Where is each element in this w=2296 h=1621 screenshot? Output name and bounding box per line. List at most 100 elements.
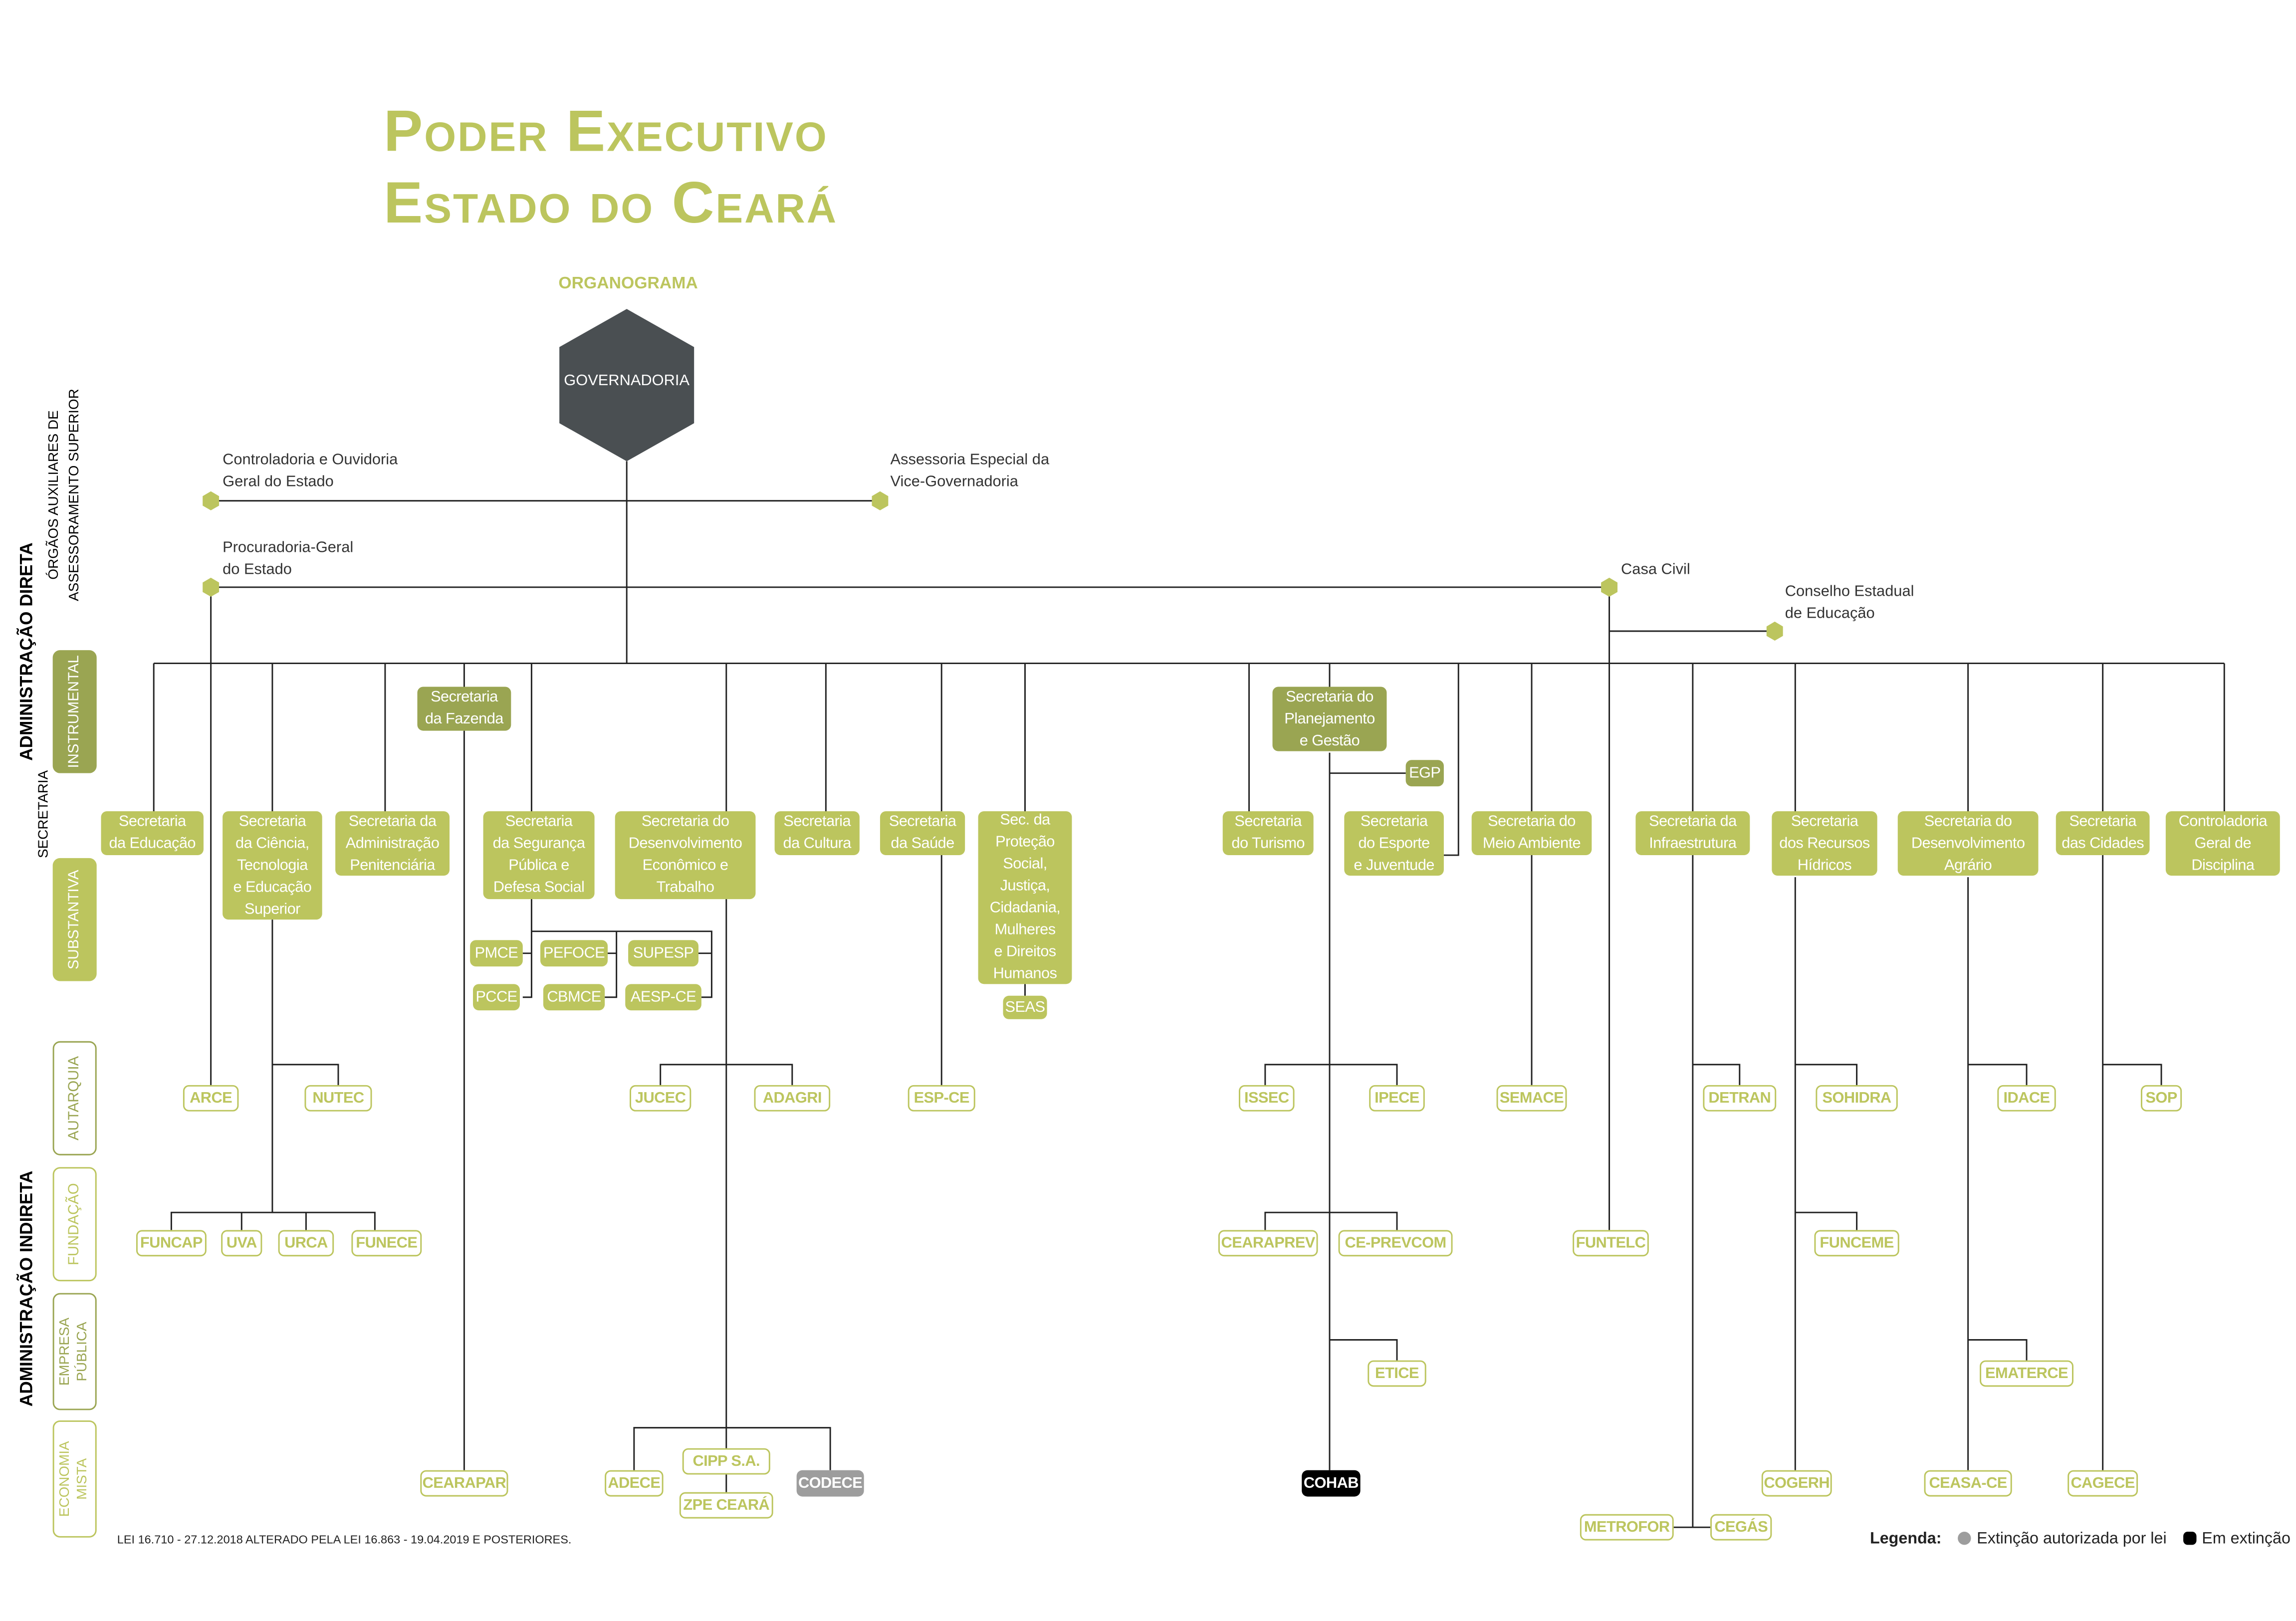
legend-item-em-extincao: Em extinção — [2202, 1530, 2291, 1548]
adm-direta-label: ADMINISTRAÇÃO DIRETA — [16, 542, 37, 761]
connector-line — [1795, 1064, 1858, 1085]
org-box-esporte: Secretaria do Esporte e Juventude — [1344, 811, 1444, 876]
label-procuradoria: Procuradoria-Geral do Estado — [223, 539, 354, 579]
orgaos-aux-label-1: ÓRGÃOS AUXILIARES DE — [46, 410, 62, 580]
org-box-jucec: JUCEC — [630, 1085, 691, 1112]
org-box-educacao: Secretaria da Educação — [101, 811, 204, 856]
org-box-cultura: Secretaria da Cultura — [774, 811, 860, 856]
org-box-ipece: IPECE — [1369, 1085, 1425, 1112]
instrumental-box — [52, 650, 97, 773]
orgaos-aux-label-2: ASSESSORAMENTO SUPERIOR — [66, 389, 83, 601]
legend-black-dot-icon — [2183, 1532, 2196, 1545]
org-box-arce: ARCE — [183, 1085, 239, 1112]
org-box-issec: ISSEC — [1239, 1085, 1295, 1112]
org-box-planejamento: Secretaria do Planejamento e Gestão — [1272, 687, 1387, 751]
connector-line — [1264, 1064, 1398, 1085]
instrumental-label: INSTRUMENTAL — [66, 655, 83, 768]
org-box-seguranca: Secretaria da Segurança Pública e Defesa… — [483, 811, 595, 900]
org-box-urca: URCA — [278, 1230, 334, 1257]
legend-item-extincao-autorizada: Extinção autorizada por lei — [1977, 1530, 2167, 1548]
org-box-recursos-hidricos: Secretaria dos Recursos Hídricos — [1772, 811, 1877, 876]
governadoria-hexagon — [559, 309, 694, 462]
org-box-saude: Secretaria da Saúde — [880, 811, 965, 856]
hexagon-node-icon — [1766, 621, 1783, 641]
governadoria-label: GOVERNADORIA — [564, 372, 690, 390]
org-box-cohab: COHAB — [1302, 1470, 1361, 1497]
org-box-funcap: FUNCAP — [136, 1230, 207, 1257]
org-box-pcce: PCCE — [473, 984, 520, 1011]
connector-line — [1443, 663, 1459, 856]
org-box-idace: IDACE — [1997, 1085, 2056, 1112]
label-assessoria-vice: Assessoria Especial da Vice-Governadoria — [890, 451, 1050, 491]
org-box-cearapar: CEARAPAR — [420, 1470, 508, 1497]
org-box-turismo: Secretaria do Turismo — [1222, 811, 1314, 856]
org-box-detran: DETRAN — [1703, 1085, 1777, 1112]
legend-gray-dot-icon — [1958, 1532, 1971, 1545]
connector-line — [522, 899, 532, 998]
org-box-supesp: SUPESP — [628, 940, 698, 967]
org-box-funece: FUNECE — [351, 1230, 422, 1257]
org-box-aesp: AESP-CE — [625, 984, 701, 1011]
org-box-seas: SEAS — [1003, 995, 1047, 1019]
connector-line — [1329, 1339, 1398, 1361]
org-box-desenv-econ: Secretaria do Desenvolvimento Econômico … — [615, 811, 756, 900]
empresa-publica-label: EMPRESA PÚBLICA — [57, 1317, 91, 1386]
connector-line — [633, 1427, 831, 1470]
fundacao-box — [52, 1167, 97, 1282]
substantiva-box — [52, 858, 97, 981]
subtitle: ORGANOGRAMA — [558, 275, 698, 293]
org-box-adagri: ADAGRI — [754, 1085, 831, 1112]
legend-title: Legenda: — [1869, 1530, 1942, 1548]
org-box-cearaprev: CEARAPREV — [1218, 1230, 1318, 1257]
org-box-cidades: Secretaria das Cidades — [2056, 811, 2150, 856]
connector-line — [1968, 1064, 2028, 1085]
autarquia-box — [52, 1041, 97, 1156]
economia-mista-box — [52, 1420, 97, 1538]
hexagon-node-icon — [872, 491, 889, 510]
org-box-sop: SOP — [2140, 1085, 2182, 1112]
org-box-cegas: CEGÁS — [1710, 1514, 1772, 1541]
org-box-etice: ETICE — [1368, 1360, 1426, 1387]
org-box-uva: UVA — [221, 1230, 262, 1257]
connector-line — [660, 1064, 793, 1085]
label-controladoria-ouvidoria: Controladoria e Ouvidoria Geral do Estad… — [223, 451, 398, 491]
org-box-sohidra: SOHIDRA — [1816, 1085, 1898, 1112]
org-box-fazenda: Secretaria da Fazenda — [417, 687, 511, 731]
autarquia-label: AUTARQUIA — [66, 1056, 83, 1141]
org-box-ciencia: Secretaria da Ciência, Tecnologia e Educ… — [223, 811, 322, 920]
connector-line — [605, 931, 618, 998]
org-box-ceasa: CEASA-CE — [1924, 1470, 2012, 1497]
secretaria-label: SECRETARIA — [35, 770, 52, 858]
org-box-zpe: ZPE CEARÁ — [679, 1492, 773, 1519]
title-line-2: Estado do Ceará — [383, 171, 838, 236]
substantiva-label: SUBSTANTIVA — [66, 870, 83, 969]
connector-line — [2102, 1064, 2162, 1085]
label-casa-civil: Casa Civil — [1621, 561, 1690, 579]
legend: Legenda: Extinção autorizada por lei Em … — [1870, 1530, 2291, 1548]
org-box-codece: CODECE — [796, 1470, 864, 1497]
org-box-protecao: Sec. da Proteção Social, Justiça, Cidada… — [978, 811, 1072, 984]
org-box-adm-pen: Secretaria da Administração Penitenciári… — [335, 811, 450, 876]
org-box-ematerce: EMATERCE — [1980, 1360, 2073, 1387]
fundacao-label: FUNDAÇÃO — [66, 1183, 83, 1266]
org-box-adece: ADECE — [605, 1470, 664, 1497]
org-box-egp: EGP — [1405, 760, 1444, 787]
org-box-funceme: FUNCEME — [1814, 1230, 1899, 1257]
hexagon-node-icon — [1601, 577, 1618, 597]
hexagon-node-icon — [203, 491, 220, 510]
org-box-metrofor: METROFOR — [1580, 1514, 1674, 1541]
adm-indireta-label: ADMINISTRAÇÃO INDIRETA — [16, 1170, 37, 1407]
hexagon-node-icon — [203, 577, 220, 597]
connector-line — [1264, 1211, 1398, 1230]
org-box-cbmce: CBMCE — [543, 984, 605, 1011]
connector-line — [1795, 1211, 1858, 1230]
org-box-semace: SEMACE — [1496, 1085, 1567, 1112]
connector-line — [272, 1064, 339, 1085]
label-conselho-educacao: Conselho Estadual de Educação — [1785, 583, 1914, 623]
org-box-pefoce: PEFOCE — [540, 940, 608, 967]
connector-line — [1692, 1064, 1741, 1085]
connector-line — [1968, 1339, 2028, 1361]
connector-line — [531, 930, 712, 998]
